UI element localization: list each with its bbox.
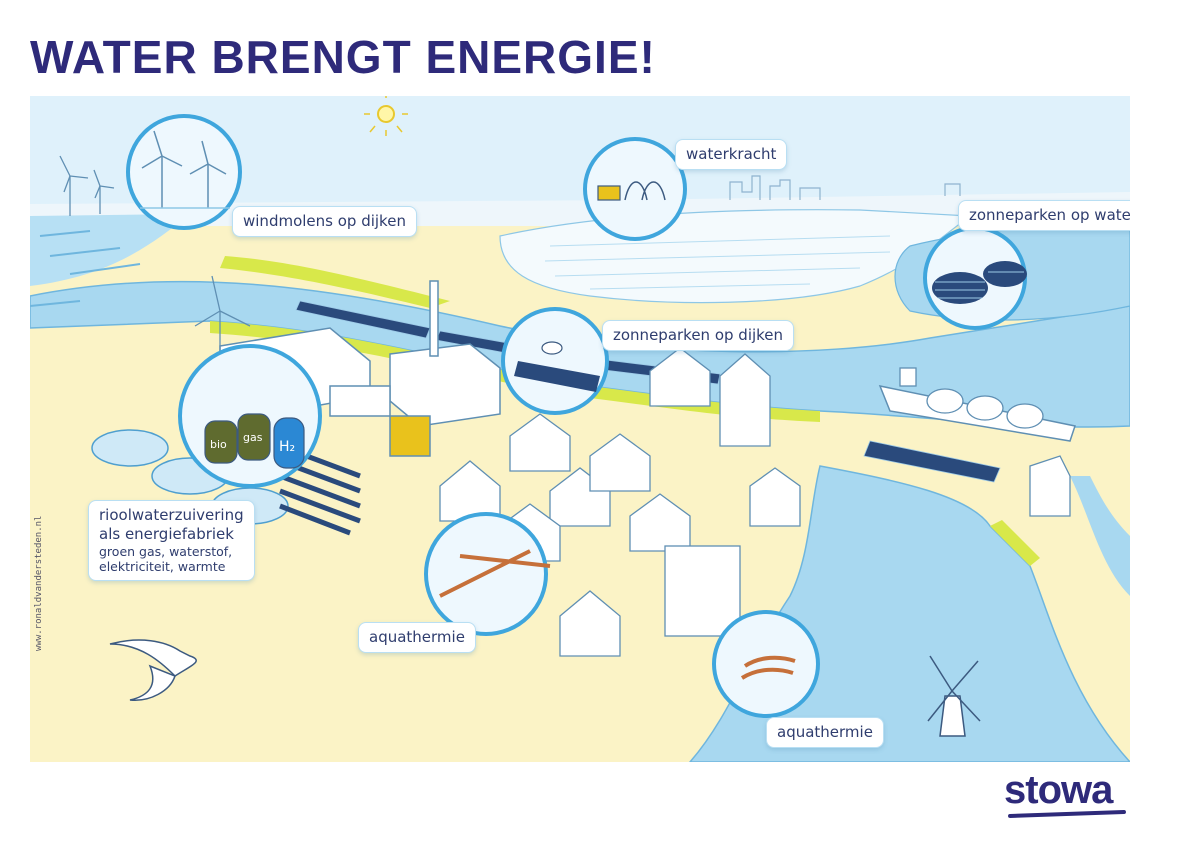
solar-panel-icon [514,361,600,392]
quay-green [990,520,1040,566]
biogas-tanks: bio gas H₂ [204,413,305,469]
floating-solar-lines [935,271,1024,299]
label-zonneparken-water: zonneparken op water [958,200,1130,231]
windmill-icon [927,655,981,737]
car-icon [541,341,563,355]
sun-icon [364,96,408,136]
label-rioolwaterzuivering: rioolwaterzuivering als energiefabriek g… [88,500,255,581]
artist-credit: www.ronaldvandersteden.nl [34,515,44,651]
label-waterkracht: waterkracht [675,139,788,170]
side-river [1070,476,1130,596]
label-aquathermie-1: aquathermie [358,622,476,653]
tank-label-h2: H₂ [279,439,295,455]
wind-turbine-icon [140,130,230,209]
sea-waves [30,230,141,307]
houses [439,347,1071,657]
page-title: WATER BRENGT ENERGIE! [30,31,656,83]
stowa-logo: stowa [1004,768,1113,812]
illustration-canvas: bio gas H₂ [30,96,1130,762]
distant-city [729,175,961,200]
ship-icon [878,367,1076,442]
solar-panel-icon [932,261,1027,304]
tank-label-bio: bio [210,438,227,451]
aquathermie-pipes [439,549,796,680]
tank-label-gas: gas [243,431,263,444]
bird-icon [109,639,197,701]
hydro-turbine-icon [597,181,666,201]
polder-lines [544,235,891,290]
label-windmolens: windmolens op dijken [232,206,417,237]
magnifier-circles [126,114,1027,718]
label-aquathermie-2: aquathermie [766,717,884,748]
label-zonneparken-dijken: zonneparken op dijken [602,320,795,351]
generator-box [389,415,431,457]
energy-illustration: bio gas H₂ windmolens op dijken waterkra… [30,96,1130,762]
dike-green-north [220,256,450,308]
